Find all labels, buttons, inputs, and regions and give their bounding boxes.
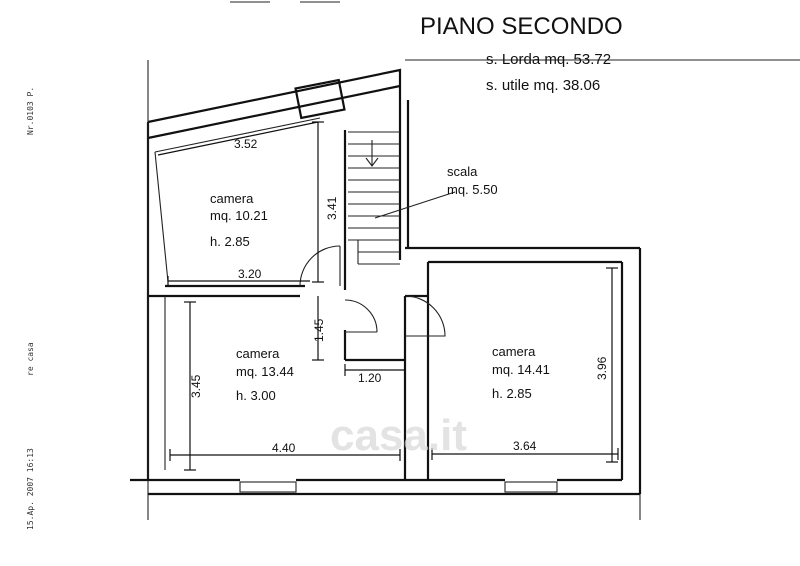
gross-area: s. Lorda mq. 53.72 bbox=[486, 51, 611, 68]
watermark: casa.it bbox=[330, 411, 467, 460]
room-bottom-left: camera mq. 13.44 h. 3.00 bbox=[236, 346, 294, 403]
doors bbox=[299, 245, 446, 337]
top-edge-marks bbox=[230, 1, 800, 61]
plan-title: PIANO SECONDO bbox=[420, 13, 623, 40]
room-area: mq. 10.21 bbox=[210, 208, 268, 223]
room-name: camera bbox=[492, 344, 536, 359]
dim-label-364: 3.64 bbox=[513, 439, 537, 453]
room-top-left: camera mq. 10.21 h. 2.85 bbox=[210, 191, 268, 249]
chimney-block bbox=[294, 78, 346, 120]
window-bottom-right bbox=[504, 481, 558, 493]
dim-label-440: 4.40 bbox=[272, 441, 296, 455]
outer-walls bbox=[130, 60, 642, 520]
room-area: mq. 14.41 bbox=[492, 362, 550, 377]
room-bottom-right: camera mq. 14.41 h. 2.85 bbox=[492, 344, 550, 401]
room-height: h. 3.00 bbox=[236, 388, 276, 403]
margin-date: 15.Ap. 2007 16:13 bbox=[26, 448, 35, 530]
dim-label-341: 3.41 bbox=[325, 196, 339, 220]
margin-stamp: re casa bbox=[26, 342, 35, 376]
room-area: mq. 13.44 bbox=[236, 364, 294, 379]
dim-label-145: 1.45 bbox=[312, 318, 326, 342]
usable-area: s. utile mq. 38.06 bbox=[486, 77, 600, 94]
dim-label-120: 1.20 bbox=[358, 371, 382, 385]
stair-area: mq. 5.50 bbox=[447, 182, 498, 197]
dimension-lines bbox=[157, 121, 619, 471]
room-height: h. 2.85 bbox=[492, 386, 532, 401]
dim-label-396: 3.96 bbox=[595, 356, 609, 380]
margin-reference: Nr.0103 P. bbox=[26, 87, 35, 135]
dim-label-320: 3.20 bbox=[238, 267, 262, 281]
dim-label-352: 3.52 bbox=[234, 137, 258, 151]
staircase bbox=[348, 131, 456, 265]
room-name: camera bbox=[236, 346, 280, 361]
stair-name: scala bbox=[447, 164, 478, 179]
stair-label: scala mq. 5.50 bbox=[447, 164, 498, 197]
dim-label-345: 3.45 bbox=[189, 374, 203, 398]
window-bottom-left bbox=[239, 481, 297, 493]
room-height: h. 2.85 bbox=[210, 234, 250, 249]
room-name: camera bbox=[210, 191, 254, 206]
